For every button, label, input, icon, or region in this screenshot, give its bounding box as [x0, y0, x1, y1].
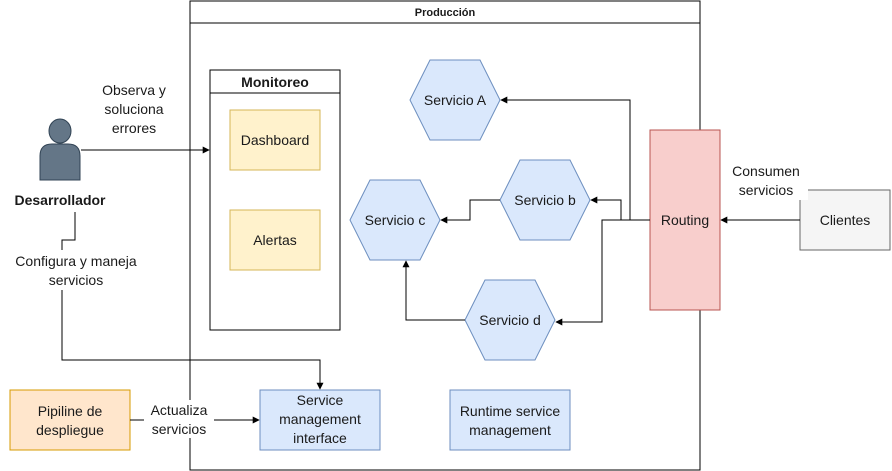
runtime-line1: Runtime service [460, 403, 561, 419]
routing-node[interactable]: Routing [649, 129, 721, 311]
service-d-node[interactable]: Servicio d [464, 279, 556, 361]
service-b-label: Servicio b [514, 192, 576, 208]
alerts-node[interactable]: Alertas [229, 209, 321, 271]
monitoring-title: Monitoreo [241, 74, 309, 90]
service-a-label: Servicio A [424, 92, 487, 108]
service-c-node[interactable]: Servicio c [349, 179, 441, 261]
edge-configure-line2: servicios [49, 272, 103, 288]
edge-observe-line2: soluciona [104, 101, 163, 117]
smi-line3: interface [293, 430, 347, 446]
production-title: Producción [415, 7, 476, 19]
edge-update-line1: Actualiza [151, 402, 208, 418]
edge-service-d-to-service-c [402, 260, 465, 321]
smi-line1: Service [297, 392, 344, 408]
edge-clients-to-routing: Consumen servicios [720, 160, 808, 224]
edge-service-b-to-service-c [440, 199, 500, 224]
edge-update-line2: servicios [152, 421, 206, 437]
dashboard-label: Dashboard [241, 132, 310, 148]
edge-consume-line2: servicios [739, 182, 793, 198]
pipeline-line1: Pipiline de [38, 403, 103, 419]
runtime-line2: management [469, 422, 551, 438]
pipeline-node[interactable]: Pipiline de despliegue [9, 389, 131, 451]
edge-pipeline-to-smi: Actualiza servicios [130, 400, 260, 438]
edge-observe-line1: Observa y [102, 82, 166, 98]
service-c-label: Servicio c [365, 212, 426, 228]
monitoring-container: Monitoreo [209, 69, 341, 331]
edge-developer-to-monitoring: Observa y soluciona errores [81, 82, 210, 154]
service-management-interface-node[interactable]: Service management interface [259, 389, 381, 451]
dashboard-node[interactable]: Dashboard [229, 109, 321, 171]
edge-consume-line1: Consumen [732, 163, 800, 179]
service-d-label: Servicio d [479, 312, 540, 328]
alerts-label: Alertas [253, 232, 297, 248]
routing-label: Routing [661, 212, 709, 228]
smi-line2: management [279, 411, 361, 427]
clients-node[interactable]: Clientes [799, 189, 891, 251]
edge-configure-line1: Configura y maneja [15, 253, 137, 269]
service-b-node[interactable]: Servicio b [499, 159, 591, 241]
developer-actor[interactable]: Desarrollador [14, 118, 106, 208]
edge-developer-to-smi: Configura y maneja servicios [4, 212, 324, 390]
edge-routing-to-service-d [555, 219, 650, 326]
developer-label: Desarrollador [14, 192, 106, 208]
runtime-service-management-node[interactable]: Runtime service management [449, 389, 571, 451]
person-icon [39, 118, 81, 181]
clients-label: Clientes [820, 212, 871, 228]
service-a-node[interactable]: Servicio A [409, 59, 501, 141]
pipeline-line2: despliegue [36, 422, 104, 438]
edge-observe-line3: errores [112, 120, 156, 136]
